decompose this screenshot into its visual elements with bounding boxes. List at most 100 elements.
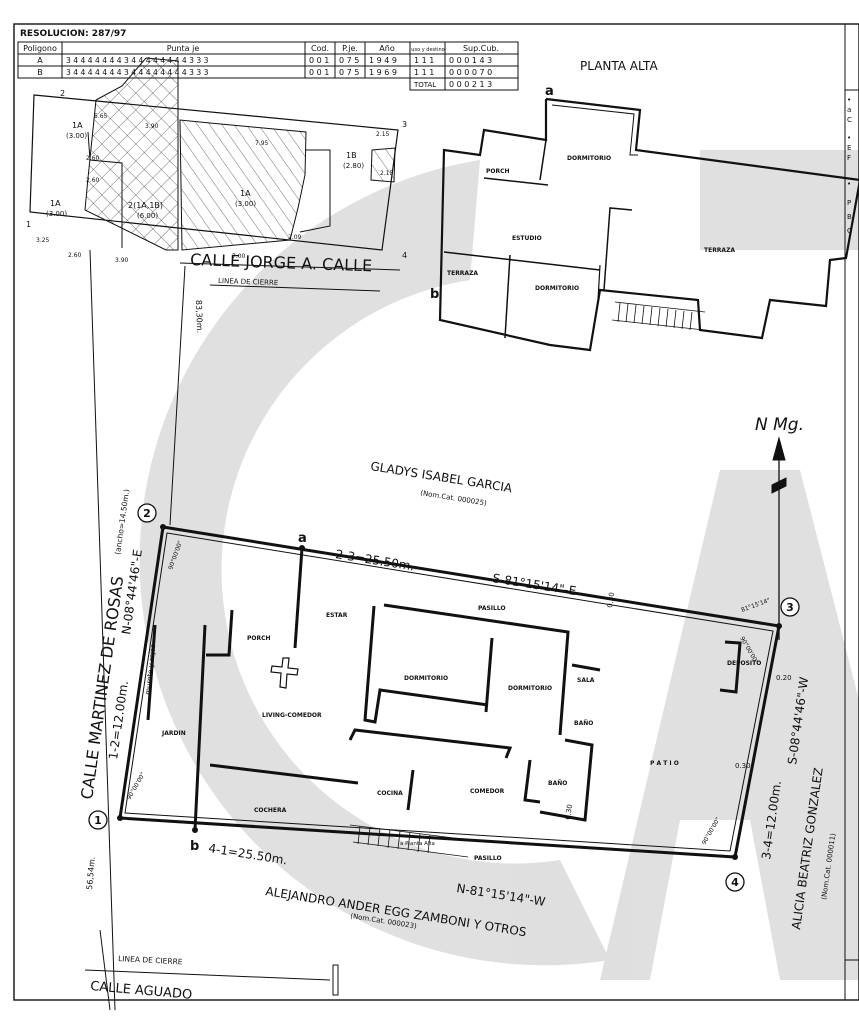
ground-floor-walls	[146, 547, 742, 831]
planta-alta-ref: a Planta Alta	[400, 841, 435, 847]
col-pje: P.je.	[342, 44, 358, 53]
room-pasillo-top: PASILLO	[478, 605, 506, 612]
dist-top: 83,30m.	[194, 300, 204, 334]
planta-alta-rooms: DORMITORIO PORCH ESTUDIO TERRAZA TERRAZA…	[430, 84, 735, 302]
point-a-alta: a	[545, 84, 554, 99]
zone-1b-hatch	[370, 147, 396, 183]
row-a-poligono: A	[37, 56, 43, 65]
col-puntaje: Punta je	[167, 44, 200, 53]
linea-cierre-top: LINEA DE CIERRE	[218, 277, 278, 287]
side-23-length: 2-3=25.50m.	[335, 547, 416, 573]
col-anio: Año	[379, 44, 395, 53]
row-b-sup: 0 0 0 0 7 0	[449, 68, 492, 77]
sheet-border	[13, 23, 859, 1001]
zone-label: (2.80)	[343, 162, 364, 170]
dim-label: 2.60	[86, 155, 100, 162]
key-plan-inner-line	[87, 131, 123, 248]
point-b-alta: b	[430, 287, 439, 302]
dim-label: 7.00	[232, 253, 246, 260]
corner-label: 3	[402, 120, 407, 129]
room-dormitorio-1: DORMITORIO	[404, 675, 448, 682]
right-panel-fragment: •	[847, 96, 851, 104]
room-cocina: COCINA	[377, 790, 403, 797]
vertex-1	[88, 810, 108, 830]
vertex-label: 1	[94, 814, 102, 827]
streets	[84, 249, 401, 1011]
dist-bottom: 56,54m.	[85, 856, 97, 890]
zone-label: (6.00)	[137, 212, 158, 220]
zone-label: 2(1A,1B)	[128, 201, 163, 210]
room-label: TERRAZA	[447, 270, 478, 277]
point-b: b	[190, 839, 199, 854]
offset-030-mid: 0.30	[735, 762, 751, 770]
vertex-3	[780, 597, 800, 617]
dim-label: 3.25	[36, 237, 50, 244]
corner-label: 2	[60, 89, 65, 98]
offset-030-bottom: 0.30	[564, 804, 574, 821]
linea-cierre-bottom: LINEA DE CIERRE	[118, 954, 183, 966]
zone-label: 1B	[346, 151, 357, 160]
row-a-pje: 0 7 5	[339, 56, 359, 65]
right-panel-fragment: a	[847, 106, 851, 114]
right-panel-fragment: C	[847, 227, 852, 235]
vertex-label: 3	[786, 601, 794, 614]
ground-floor-stairs	[349, 824, 471, 858]
angle-4: 90°00'00"	[701, 816, 722, 846]
dim-label: 3.90	[145, 123, 159, 130]
dim-label: 2.60	[68, 252, 82, 259]
neighbor-top: GLADYS ISABEL GARCIA	[370, 459, 514, 495]
key-plan-lot	[29, 94, 399, 251]
right-panel-fragment: C	[847, 116, 852, 124]
room-sala: SALA	[577, 677, 595, 684]
planta-alta-stairs	[611, 301, 706, 331]
col-uso: uso y destino	[411, 47, 444, 53]
dim-label: 3.90	[115, 257, 129, 264]
right-panel-fragment: F	[847, 154, 851, 162]
room-label: DORMITORIO	[535, 285, 579, 292]
room-comedor: COMEDOR	[470, 788, 505, 795]
room-label: PORCH	[486, 168, 510, 175]
zone-label: 1A	[72, 121, 83, 130]
row-a-cod: 0 0 1	[309, 56, 329, 65]
resolution-label: RESOLUCION: 287/97	[20, 29, 126, 39]
neighbor-top-cat: (Nom.Cat. 000025)	[420, 489, 488, 507]
room-cochera: COCHERA	[254, 807, 287, 814]
room-jardin: JARDIN	[161, 730, 186, 737]
room-label: DORMITORIO	[567, 155, 611, 162]
total-value: 0 0 0 2 1 3	[449, 80, 492, 89]
zone-label: (3.00)	[235, 200, 256, 208]
offset-030-top: 0.30	[606, 592, 616, 609]
col-cod: Cod.	[311, 44, 329, 53]
row-a-uso: 1 1 1	[414, 56, 434, 65]
room-bano-2: BAÑO	[548, 780, 567, 787]
key-plan-labels: 2 3 1 4 1A (3.00) 2(1A,1B) (6.00) 1A (3.…	[26, 89, 407, 264]
total-label: TOTAL	[413, 81, 436, 89]
right-panel-fragment: P	[847, 199, 851, 207]
room-pasillo-bottom: PASILLO	[474, 855, 502, 862]
corner-label: 1	[26, 220, 31, 229]
right-panel-fragment: •	[847, 134, 851, 142]
dim-label: 2.09	[288, 234, 302, 241]
corner-label: 4	[402, 251, 407, 260]
zone-label: 1A	[50, 199, 61, 208]
room-porch: PORCH	[247, 635, 271, 642]
right-panel-fragment: B	[847, 213, 852, 221]
row-b-pje: 0 7 5	[339, 68, 359, 77]
dim-label: 2.15	[376, 131, 390, 138]
offset-020: 0.20	[776, 674, 792, 682]
dim-label: 5.65	[94, 113, 108, 120]
room-living: LIVING-COMEDOR	[262, 712, 322, 719]
porch-cross	[270, 657, 299, 689]
room-deposito: DEPOSITO	[727, 660, 761, 667]
row-a-puntaje: 3 4 4 4 4 4 4 4 3 4 4 4 4 4 4 4 4 3 3 3	[66, 56, 209, 65]
col-poligono: Poligono	[23, 44, 57, 53]
key-plan-inner-line	[299, 149, 331, 233]
vertex-markers	[88, 503, 800, 892]
room-dormitorio-2: DORMITORIO	[508, 685, 552, 692]
room-label: ESTUDIO	[512, 235, 542, 242]
planta-alta-plan	[438, 97, 859, 352]
row-b-uso: 1 1 1	[414, 68, 434, 77]
row-a-sup: 0 0 0 1 4 3	[449, 56, 492, 65]
vertex-4	[725, 872, 745, 892]
row-b-cod: 0 0 1	[309, 68, 329, 77]
